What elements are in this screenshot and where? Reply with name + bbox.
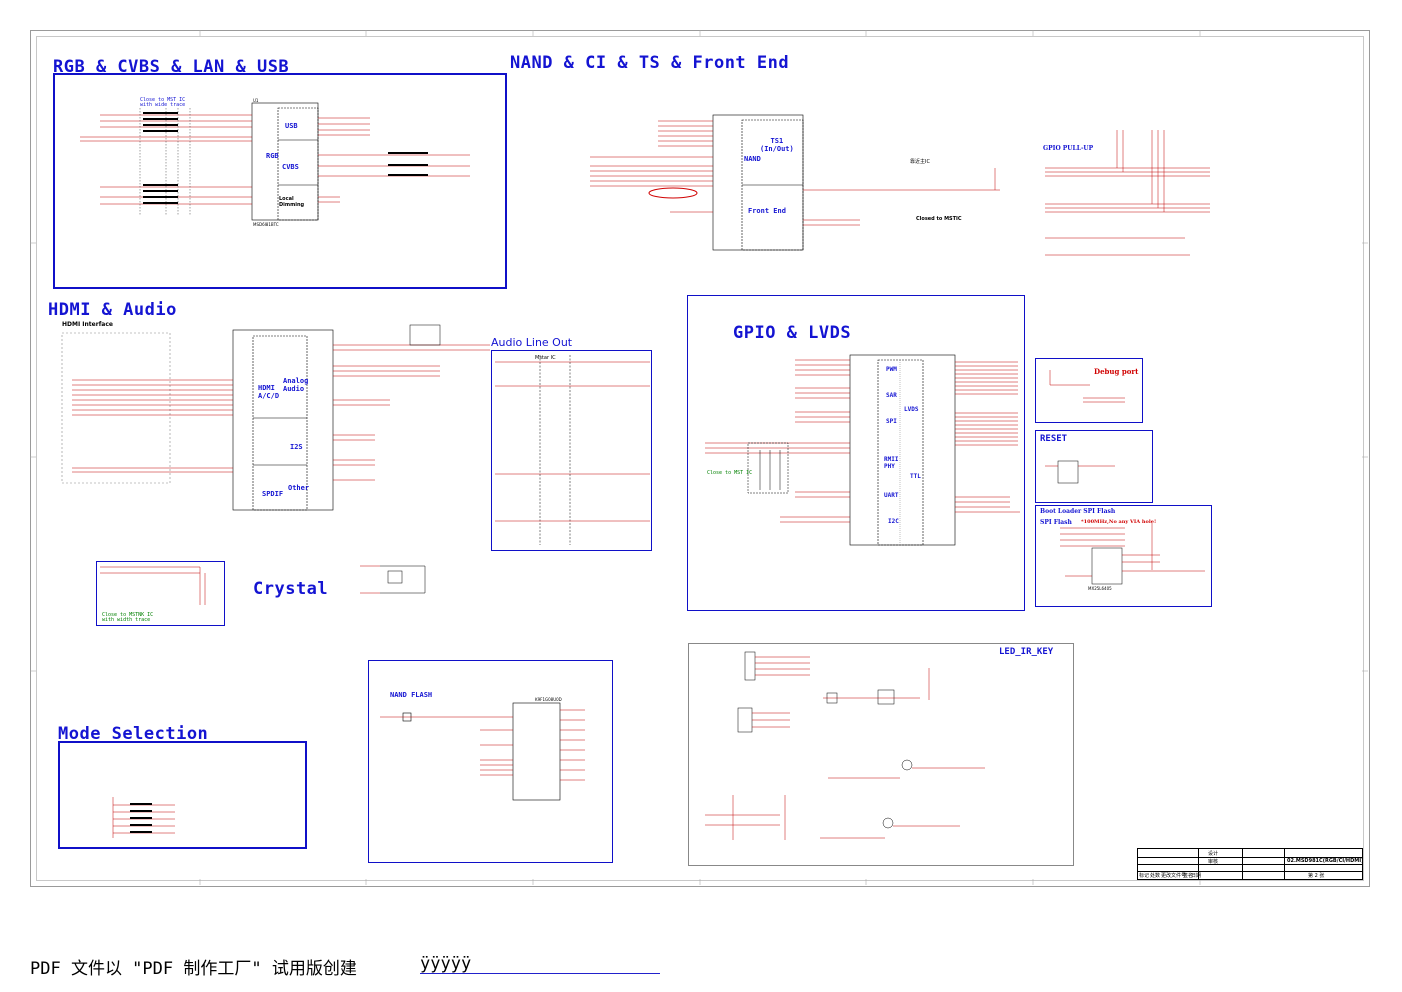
section-title-mode: Mode Selection [58,724,209,744]
tb-label-design: 设计 [1208,851,1219,857]
pdf-footer-link-text[interactable]: ÿÿÿÿÿ [420,954,472,974]
block-other: Other [288,484,310,492]
mode-selection-frame [58,741,307,849]
block-hdmi-acd: HDMI A/C/D [258,384,280,400]
section-title-gpio: GPIO & LVDS [733,323,852,343]
block-rmii: RMII PHY [884,456,899,470]
nand-flash-title: NAND FLASH [390,691,433,699]
flash-part: K9F1G08U0D [535,697,562,702]
debug-port-title: Debug port [1094,367,1139,376]
block-ts1: TS1 (In/Out) [760,137,794,153]
block-ttl: TTL [910,473,921,480]
block-front-end: Front End [748,207,786,215]
block-rgb: RGB [266,152,279,160]
nand-flash-frame [368,660,613,863]
hdmi-interface-label: HDMI Interface [62,321,113,328]
debug-frame [1035,358,1143,423]
note-close-msdnk: Close to MSTNK IC [102,612,154,618]
chip-u1-ref: U1 [253,98,259,103]
section-title-nand: NAND & CI & TS & Front End [510,53,790,73]
tb-row-doc: 更改文件号 [1161,873,1187,879]
gpio-block-frame [687,295,1025,611]
block-nand: NAND [744,155,761,163]
rgb-block-frame [53,73,507,289]
reset-title: RESET [1040,434,1068,444]
chip-u1-part: MSD6I81BTC [253,222,279,227]
tb-row-count: 处数 [1150,873,1161,879]
note-close-mst: Close to MST IC [140,97,186,103]
block-local-dimming: Local Dimming [279,196,305,208]
reset-frame [1035,430,1153,503]
tb-row-mark: 标记 [1139,873,1150,879]
block-pwm: PWM [886,366,897,373]
section-title-hdmi: HDMI & Audio [48,300,177,320]
section-title-rgb: RGB & CVBS & LAN & USB [53,57,290,77]
block-lvds: LVDS [904,406,919,413]
spi-note: *100MHz,No any VIA hole! [1081,519,1157,525]
block-i2s: I2S [290,443,303,451]
note-width-trace: with width trace [102,617,151,623]
boot-frame [1035,505,1212,607]
block-spi: SPI [886,418,897,425]
block-spdif: SPDIF [262,490,284,498]
section-title-crystal: Crystal [253,579,329,599]
led-ir-key-title: LED_IR_KEY [999,647,1054,657]
tb-row-date: 日期 [1191,873,1202,879]
pdf-footer-link[interactable]: ÿÿÿÿÿ [420,954,660,974]
note-wide-trace: with wide trace [140,102,186,108]
block-analog-audio: Analog Audio [283,377,309,393]
tb-label-review: 审核 [1208,859,1219,865]
boot-loader-title: Boot Loader SPI Flash [1040,508,1116,515]
note-mstar-ic: Mstar IC [535,355,556,361]
note-close-mst-ic: Close to MST IC [707,470,753,476]
tb-page: 第 2 张 [1308,873,1325,879]
note-tuner: 靠近主IC [910,159,930,165]
tb-row-sign: 签名 [1183,873,1194,879]
gpio-pullup-title: GPIO PULL-UP [1043,145,1094,152]
block-sar: SAR [886,392,897,399]
audio-line-out-title: Audio Line Out [491,336,573,349]
block-i2c: I2C [888,518,899,525]
block-usb: USB [285,122,298,130]
led-frame [688,643,1074,866]
audio-line-out-frame [491,350,652,551]
tb-sheet-title: 02.MSD981C(RGB/CI/HDMI) [1287,858,1364,864]
title-block: 设计 审核 02.MSD981C(RGB/CI/HDMI) 第 2 张 标记 处… [1137,848,1363,880]
note-closed-mstic: Closed to MSTIC [916,216,962,222]
pdf-footer-text: PDF 文件以 "PDF 制作工厂" 试用版创建 [30,959,357,979]
spi-flash-part: MX25L6405 [1088,586,1112,591]
crystal-sub-frame [96,561,225,626]
block-uart: UART [884,492,899,499]
block-cvbs: CVBS [282,163,299,171]
spi-flash-title: SPI Flash [1040,519,1072,526]
